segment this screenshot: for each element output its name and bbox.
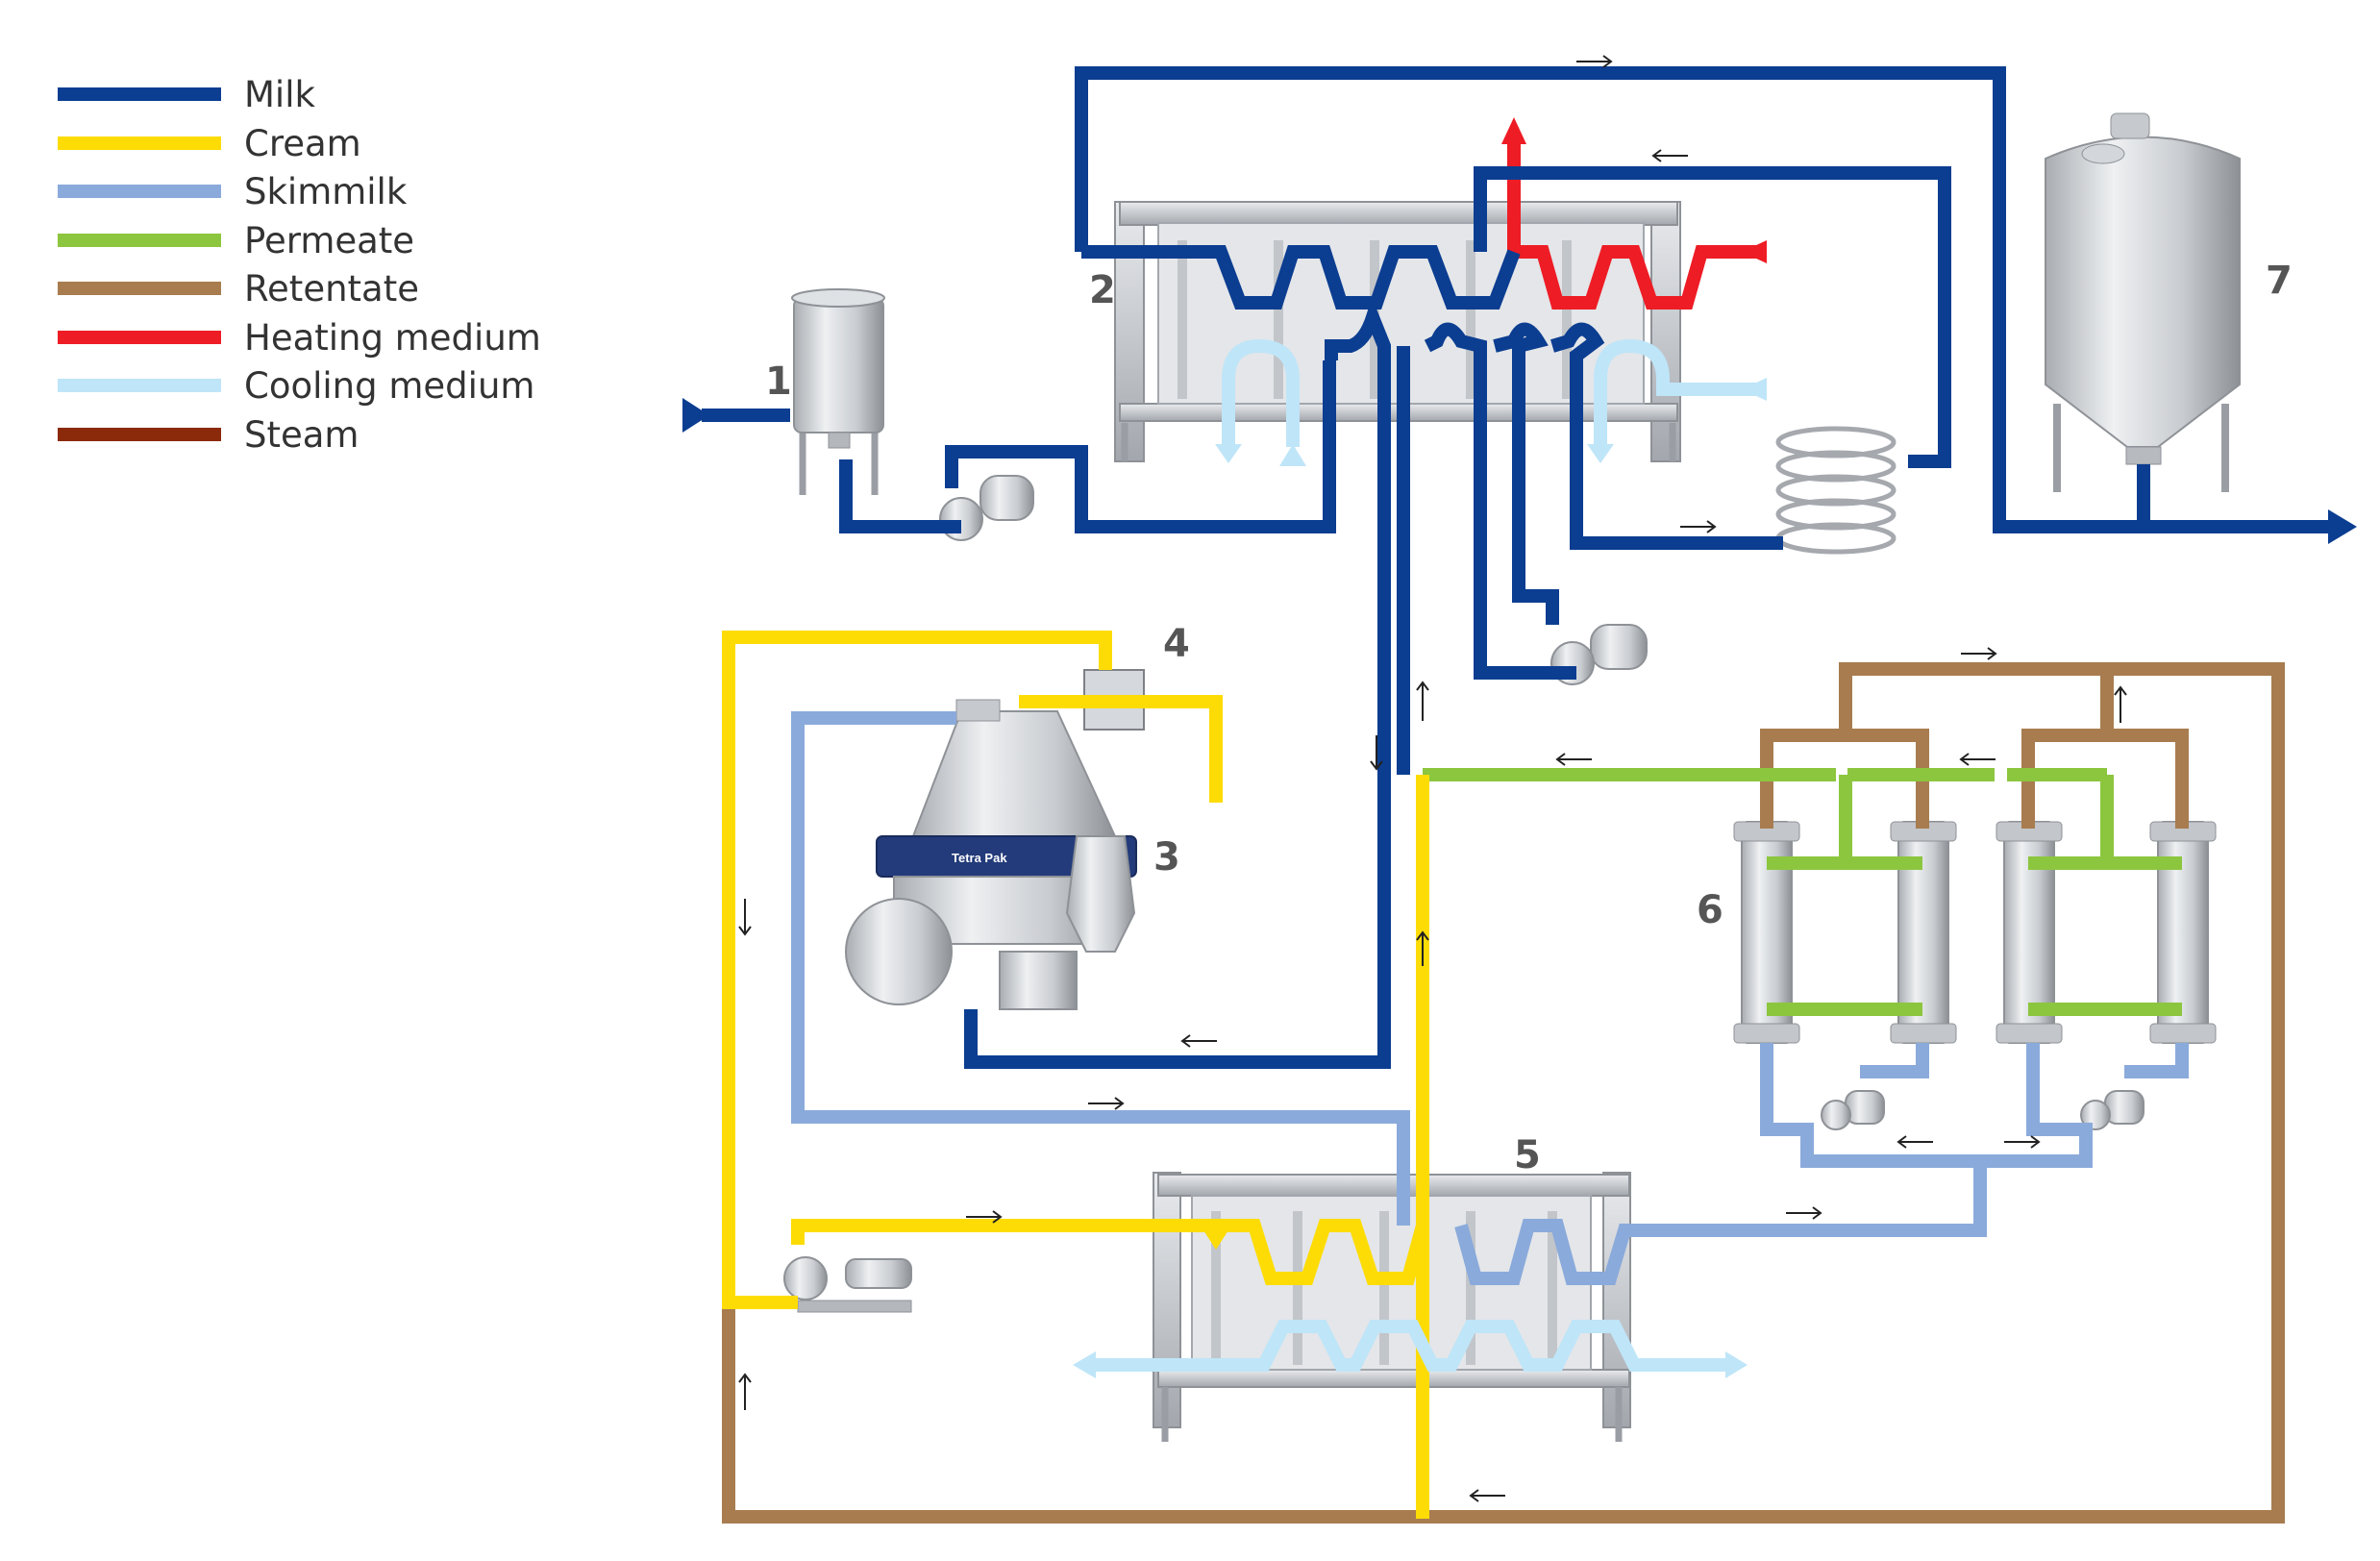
- legend-item-permeate: Permeate: [58, 220, 414, 261]
- heating-medium-in-arrow: [1742, 240, 1767, 263]
- cooling-in-arrow: [1279, 444, 1306, 466]
- pipes-cream: [722, 631, 1429, 1519]
- pipes-permeate: [1423, 768, 2182, 1016]
- unit-number-1: 1: [765, 359, 792, 404]
- legend: Milk Cream Skimmilk Permeate Retentate H…: [58, 74, 541, 456]
- flow-arrow: [738, 1373, 752, 1410]
- legend-item-cooling-medium: Cooling medium: [58, 365, 534, 407]
- pipes-retentate: [722, 662, 2285, 1524]
- cooling-in-arrow-3: [1725, 1351, 1748, 1378]
- flow-arrow: [1961, 647, 1997, 660]
- flow-arrow: [2114, 685, 2127, 723]
- filtration-pump-left: [1821, 1090, 1885, 1130]
- flow-arrow: [1469, 1489, 1505, 1502]
- legend-label-milk: Milk: [244, 74, 315, 115]
- filtration-pump-right: [2080, 1090, 2144, 1130]
- legend-label-cream: Cream: [244, 123, 361, 164]
- unit-number-6: 6: [1697, 888, 1723, 932]
- flow-arrow: [1959, 753, 1996, 766]
- unit-numbers: 1 2 3 4 5 6 7: [765, 259, 2293, 1177]
- heating-medium-out-arrow: [1501, 117, 1526, 144]
- cooling-out-arrow: [1215, 444, 1242, 463]
- unit-number-5: 5: [1514, 1133, 1541, 1177]
- legend-item-steam: Steam: [58, 414, 359, 456]
- separator-brand-label: Tetra Pak: [952, 851, 1007, 865]
- legend-label-cooling-medium: Cooling medium: [244, 365, 534, 407]
- cream-pump: [783, 1256, 912, 1313]
- legend-label-heating-medium: Heating medium: [244, 317, 541, 359]
- pipes-skimmilk: [791, 711, 2189, 1285]
- pipes-heating-medium: [1507, 144, 1759, 310]
- flow-arrow: [738, 899, 752, 936]
- legend-label-retentate: Retentate: [244, 268, 419, 310]
- legend-item-milk: Milk: [58, 74, 315, 115]
- flow-arrow: [1786, 1206, 1822, 1220]
- plate-heat-exchanger-cooler: [1153, 1172, 1631, 1442]
- flow-direction-arrows: [738, 55, 2127, 1502]
- cream-outlet-arrow: [1203, 1230, 1228, 1250]
- pipes-cooling-medium: [1096, 338, 1759, 1372]
- legend-item-heating-medium: Heating medium: [58, 317, 541, 359]
- legend-item-retentate: Retentate: [58, 268, 419, 310]
- legend-label-steam: Steam: [244, 414, 359, 456]
- cooling-out-arrow-3: [1073, 1351, 1096, 1378]
- pipe-arrowheads: [682, 117, 2357, 1378]
- milk-outlet-arrow: [2328, 509, 2357, 544]
- holding-coil: [1775, 426, 1897, 555]
- flow-arrow: [1180, 1034, 1217, 1048]
- cooling-out-arrow-2: [1587, 444, 1614, 463]
- unit-number-4: 4: [1163, 622, 1190, 666]
- storage-tank: [2045, 112, 2241, 492]
- flow-arrow: [2004, 1135, 2041, 1149]
- flow-arrow: [1555, 753, 1592, 766]
- unit-number-7: 7: [2266, 259, 2293, 303]
- flow-arrow: [1576, 55, 1613, 68]
- flow-arrow: [1651, 149, 1688, 162]
- separator: Tetra Pak: [845, 699, 1137, 1010]
- unit-number-3: 3: [1153, 835, 1180, 880]
- milk-inlet-arrow: [682, 398, 709, 433]
- milk-feed-pump: [939, 475, 1034, 541]
- cooling-in-arrow-2: [1742, 378, 1767, 401]
- flow-arrow: [1897, 1135, 1933, 1149]
- legend-item-cream: Cream: [58, 123, 361, 164]
- balance-tank: [791, 288, 885, 495]
- legend-label-permeate: Permeate: [244, 220, 414, 261]
- flow-arrow: [966, 1210, 1003, 1224]
- flow-arrow: [1416, 681, 1429, 721]
- legend-item-skimmilk: Skimmilk: [58, 171, 408, 212]
- flow-arrow: [1088, 1097, 1125, 1110]
- flow-arrow: [1416, 930, 1429, 966]
- flow-arrow: [1370, 735, 1383, 771]
- unit-number-2: 2: [1089, 268, 1116, 312]
- pipes-milk: [702, 66, 2345, 1069]
- legend-label-skimmilk: Skimmilk: [244, 171, 408, 212]
- flow-arrow: [1680, 520, 1717, 533]
